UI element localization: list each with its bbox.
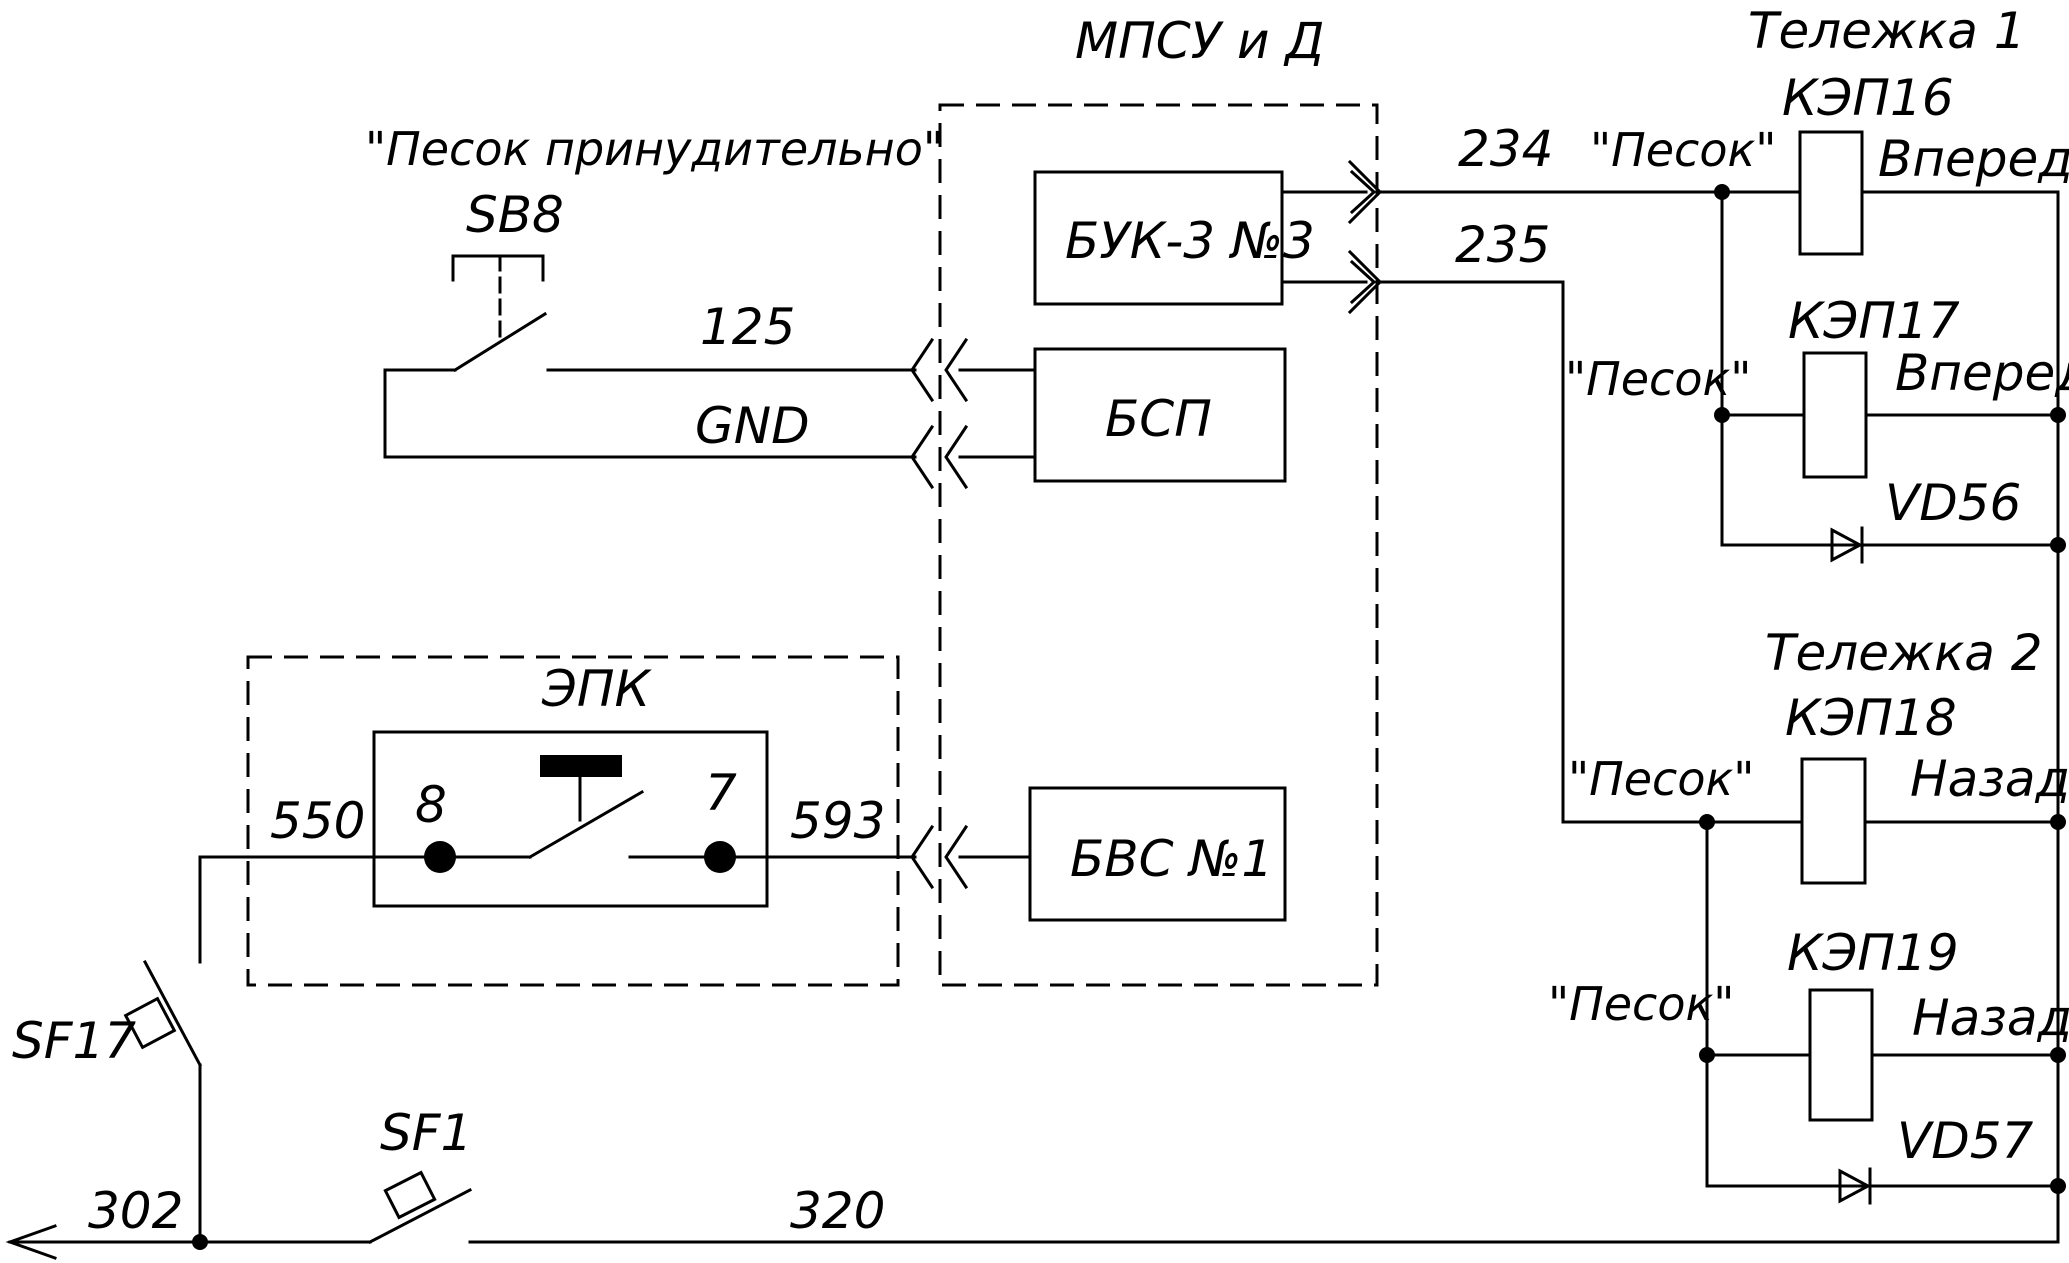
wire-550 [198,855,442,964]
bogie-1-label: Тележка 1 [1748,2,2026,60]
kep18-label: КЭП18 [1785,689,1957,747]
bogie-2-label: Тележка 2 [1765,624,2043,682]
kep16-label: КЭП16 [1782,69,1954,127]
mpsu-title: МПСУ и Д [1075,12,1324,70]
buk-block [1033,170,1284,306]
wire-125-label: 125 [700,298,795,356]
sand-label-1: "Песок" [1590,123,1776,177]
back-1-label: Назад [1910,750,2069,808]
wire-593-label: 593 [790,792,885,850]
sf17-breaker [123,959,203,1244]
forward-1-label: Вперед [1878,130,2069,188]
pin-8-label: 8 [415,776,447,834]
wire-125-gnd [383,337,1037,490]
bsp-block [1033,347,1287,483]
sb8-button [451,254,548,373]
sf1-label: SF1 [380,1104,472,1162]
epk-enclosure [246,655,900,987]
wire-550-label: 550 [270,792,365,850]
mpsu-enclosure [938,103,1379,987]
vd56-label: VD56 [1885,474,2021,532]
bvs-label: БВС №1 [1070,830,1273,888]
sand-label-4: "Песок" [1548,977,1734,1031]
bsp-label: БСП [1105,390,1212,448]
sand-label-2: "Песок" [1565,352,1751,406]
wire-593 [718,824,1032,890]
bogie-2-circuit [1699,757,2066,1205]
bvs-block [1028,786,1287,922]
sand-label-3: "Песок" [1568,752,1754,806]
wire-235 [1280,249,1709,824]
wire-gnd-label: GND [695,397,810,455]
wire-235-label: 235 [1455,216,1550,274]
kep19-label: КЭП19 [1787,924,1959,982]
wire-302-label: 302 [88,1182,183,1240]
pin-7-label: 7 [705,764,737,822]
sf17-label: SF17 [12,1012,136,1070]
wire-234-label: 234 [1458,120,1553,178]
forward-2-label: Вперед [1895,344,2069,402]
wire-302-320 [5,190,2060,1260]
kep17-label: КЭП17 [1788,292,1960,350]
buk-label: БУК-3 №3 [1065,212,1315,270]
wire-320-label: 320 [790,1182,885,1240]
sand-forced-label: "Песок принудительно" [365,122,944,176]
epk-label: ЭПК [541,660,653,718]
vd57-label: VD57 [1897,1112,2034,1170]
bogie-1-circuit [1714,130,2066,564]
back-2-label: Назад [1912,989,2069,1047]
sb8-label: SB8 [466,186,564,244]
wire-234 [1280,159,1808,225]
